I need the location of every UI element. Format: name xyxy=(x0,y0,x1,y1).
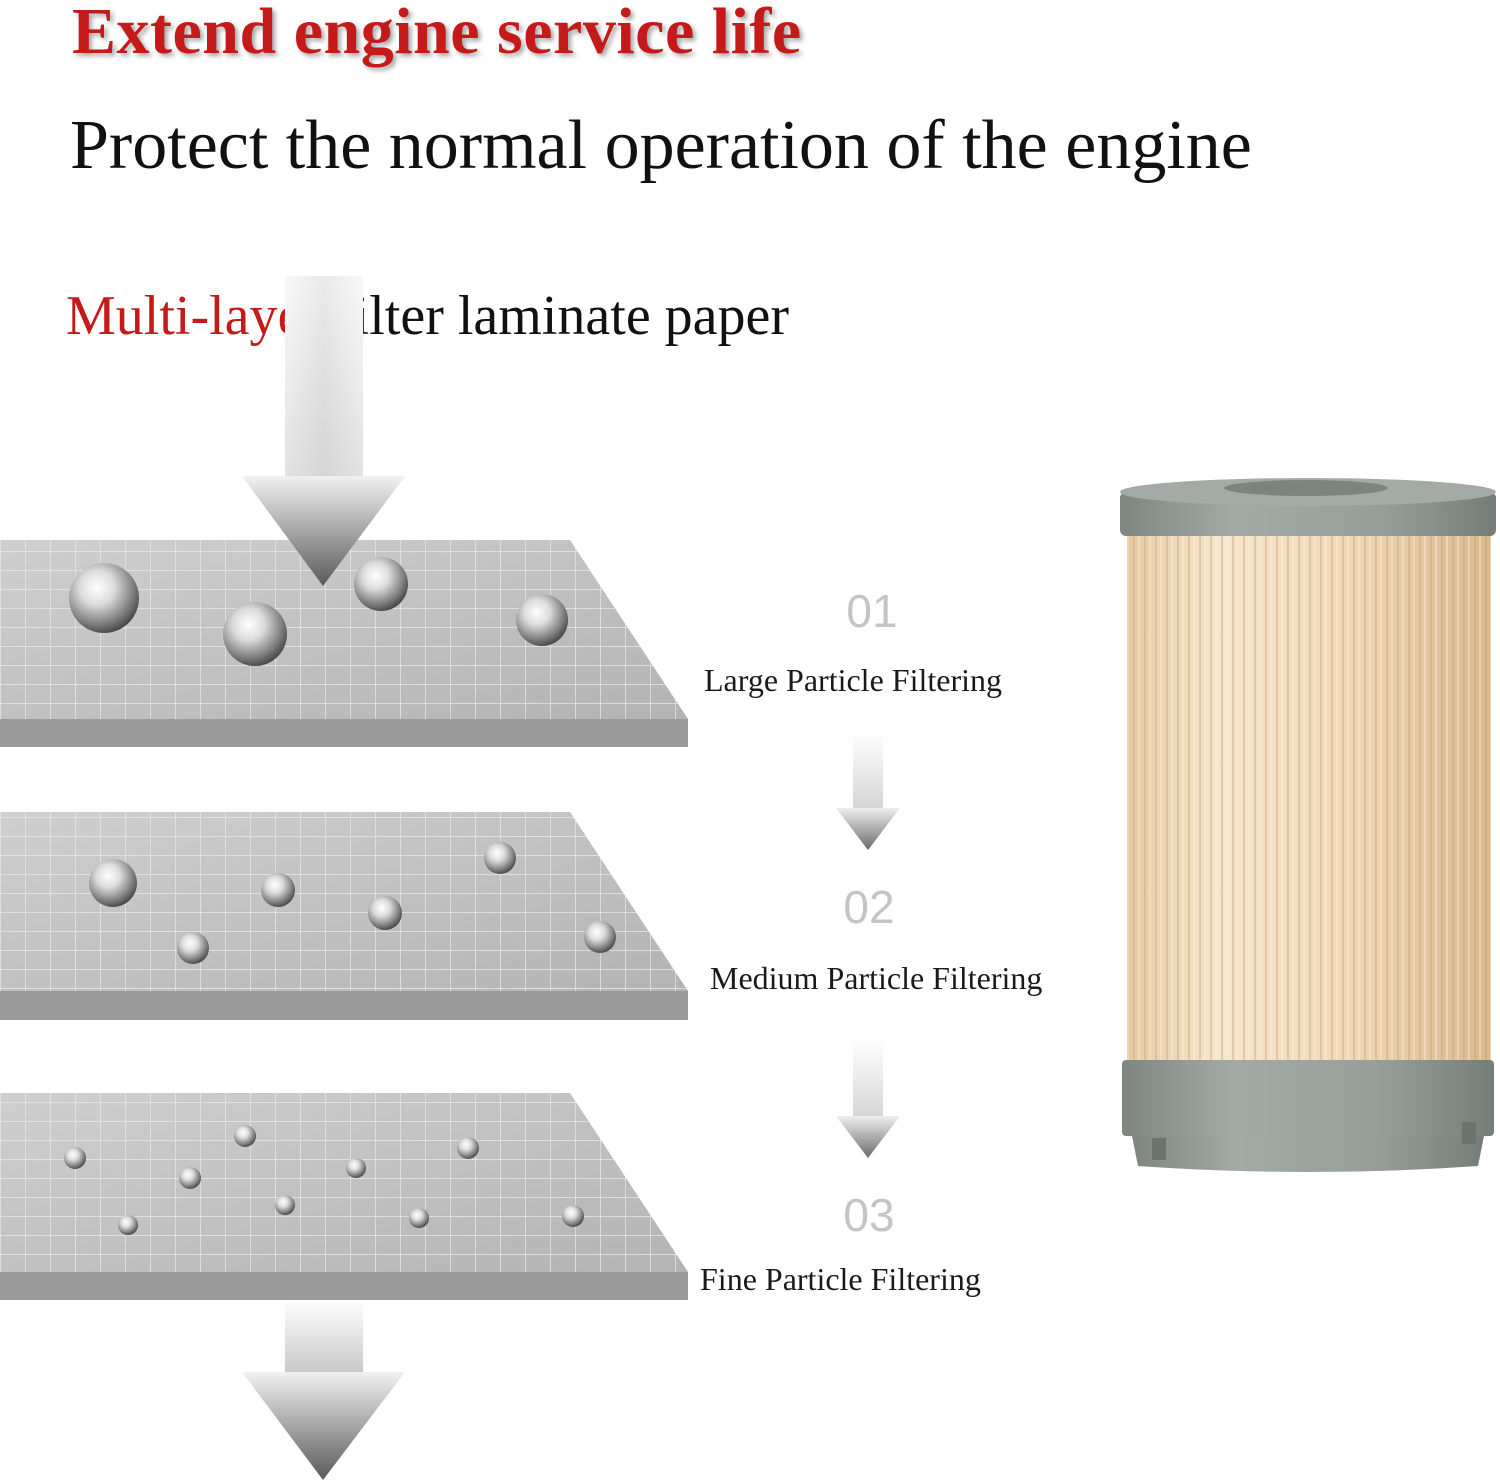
down-arrow-head xyxy=(242,476,405,586)
filter-layer-3 xyxy=(0,1093,688,1300)
filter-section-title-accent: Multi-layer xyxy=(66,285,322,347)
headline: Extend engine service life xyxy=(72,0,802,68)
filter-layer-1 xyxy=(0,540,688,747)
fuel-filter-cartridge xyxy=(1120,478,1496,1172)
medium-particles xyxy=(89,842,616,964)
step-label-3: Fine Particle Filtering xyxy=(700,1261,981,1297)
subheadline: Protect the normal operation of the engi… xyxy=(70,107,1252,184)
step-label-2: Medium Particle Filtering xyxy=(710,960,1043,996)
down-arrow-icon xyxy=(836,1040,900,1158)
filter-layer-2 xyxy=(0,812,688,1020)
step-number-3: 03 xyxy=(843,1189,895,1241)
step-number-1: 01 xyxy=(846,585,898,637)
fine-particles xyxy=(64,1125,584,1235)
down-arrow-icon xyxy=(242,1300,405,1480)
filter-section-title: Multi-layer filter laminate paper xyxy=(66,284,789,348)
step-label-1: Large Particle Filtering xyxy=(704,662,1002,698)
large-particles xyxy=(69,557,568,666)
down-arrow-icon xyxy=(836,732,900,850)
step-number-2: 02 xyxy=(843,881,895,933)
filter-section-title-rest: filter laminate paper xyxy=(321,285,790,347)
